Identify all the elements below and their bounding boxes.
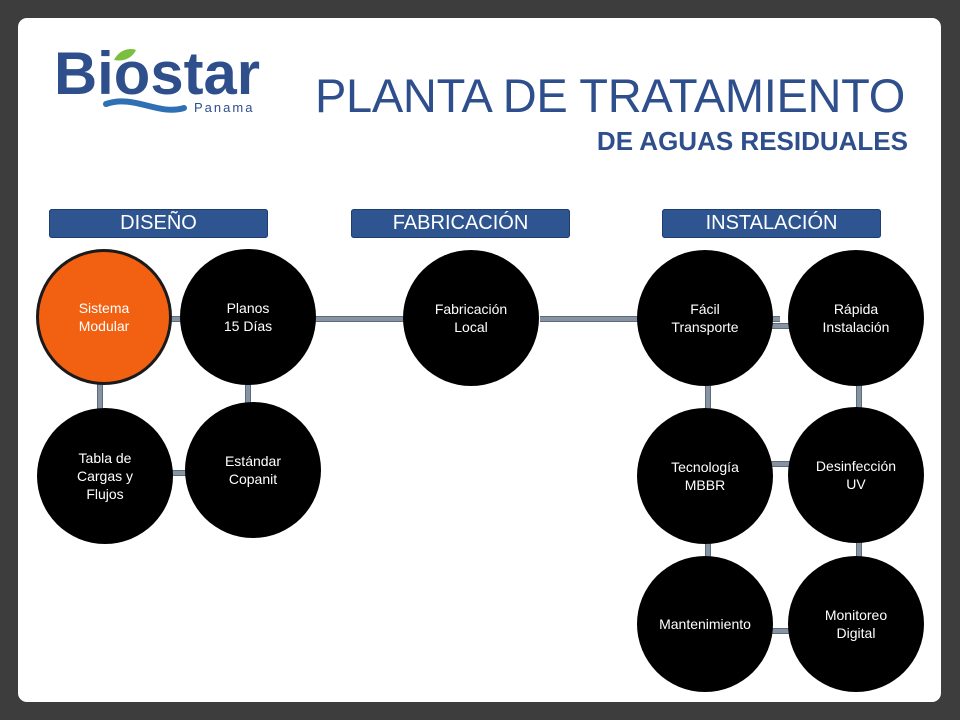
node-mantenimiento: Mantenimiento [637, 556, 773, 692]
node-sistema-modular: Sistema Modular [36, 249, 172, 385]
phase-diseno: DISEÑO [49, 209, 268, 238]
node-tabla: Tabla de Cargas y Flujos [37, 408, 173, 544]
page-subtitle: DE AGUAS RESIDUALES [596, 126, 908, 156]
node-fabricacion-local: Fabricación Local [403, 250, 539, 386]
node-desinfeccion: Desinfección UV [788, 407, 924, 543]
svg-text:Biostar: Biostar [54, 42, 260, 107]
connector-diseno-fabricacion [168, 316, 490, 322]
node-planos: Planos 15 Días [180, 249, 316, 385]
svg-text:Panama: Panama [194, 100, 254, 115]
page-title: PLANTA DE TRATAMIENTO [314, 69, 905, 122]
connector-tecnologia-desinfeccion [770, 461, 800, 467]
biostar-logo: Biostar Panama [54, 42, 260, 115]
phase-fabricacion: FABRICACIÓN [351, 209, 570, 238]
node-facil-transporte: Fácil Transporte [637, 250, 773, 386]
node-estandar: Estándar Copanit [185, 402, 321, 538]
connector-facil-rapida [770, 323, 800, 329]
node-tecnologia: Tecnología MBBR [637, 408, 773, 544]
node-monitoreo: Monitoreo Digital [788, 556, 924, 692]
slide: Biostar Panama PLANTA DE TRATAMIENTO DE … [18, 18, 941, 702]
node-rapida-instalacion: Rápida Instalación [788, 250, 924, 386]
phase-instalacion: INSTALACIÓN [662, 209, 881, 238]
connector-mantenimiento-monitoreo [770, 628, 800, 634]
